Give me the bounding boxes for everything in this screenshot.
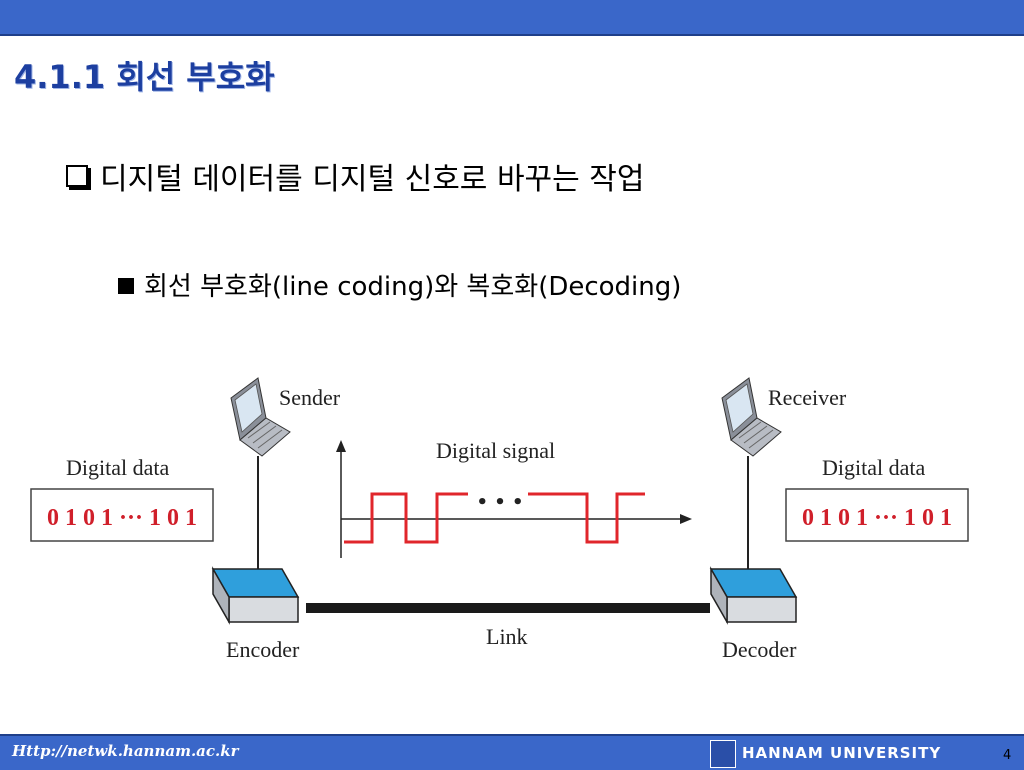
- decoder-label: Decoder: [722, 637, 797, 662]
- signal-x-axis-arrow: [680, 514, 692, 524]
- slide-title: 4.1.1 회선 부호화: [14, 58, 275, 96]
- square-bullet-icon: [118, 278, 134, 294]
- receiver-laptop-icon: [721, 377, 782, 457]
- digital-data-right-label: Digital data: [822, 455, 925, 480]
- signal-ellipsis: • • •: [476, 492, 523, 513]
- digital-data-left-value: 0 1 0 1 ··· 1 0 1: [47, 505, 197, 531]
- top-bar: [0, 0, 1024, 36]
- digital-data-right-box: [785, 488, 969, 542]
- signal-waveform-right: [528, 492, 645, 544]
- digital-signal-label: Digital signal: [436, 438, 555, 463]
- page-number: 4: [1003, 748, 1012, 763]
- bullet-main: 디지털 데이터를 디지털 신호로 바꾸는 작업: [66, 154, 644, 198]
- sender-laptop-icon: [230, 377, 291, 457]
- digital-data-left-box: [30, 488, 214, 542]
- digital-data-right-value: 0 1 0 1 ··· 1 0 1: [802, 505, 952, 531]
- link-label: Link: [486, 624, 528, 649]
- bullet-main-text: 디지털 데이터를 디지털 신호로 바꾸는 작업: [100, 162, 645, 197]
- checkbox-bullet-icon: [66, 165, 88, 187]
- bullet-sub: 회선 부호화(line coding)와 복호화(Decoding): [118, 266, 681, 303]
- footer-university: HANNAM UNIVERSITY: [742, 744, 942, 762]
- line-coding-diagram: Sender Receiver Digital data 0 1 0 1 ···…: [30, 377, 969, 662]
- hannam-logo-icon: [710, 740, 736, 768]
- bullet-sub-text: 회선 부호화(line coding)와 복호화(Decoding): [144, 272, 682, 302]
- encoder-device-icon: [211, 566, 300, 625]
- link-line: [306, 603, 710, 613]
- signal-y-axis-arrow: [336, 440, 346, 452]
- decoder-device-icon: [709, 566, 798, 625]
- footer-url: Http://netwk.hannam.ac.kr: [12, 742, 239, 760]
- encoder-label: Encoder: [226, 637, 300, 662]
- signal-waveform-left: [344, 492, 468, 544]
- sender-label: Sender: [279, 385, 341, 410]
- footer-bar: Http://netwk.hannam.ac.kr HANNAM UNIVERS…: [0, 734, 1024, 770]
- digital-data-left-label: Digital data: [66, 455, 169, 480]
- receiver-label: Receiver: [768, 385, 847, 410]
